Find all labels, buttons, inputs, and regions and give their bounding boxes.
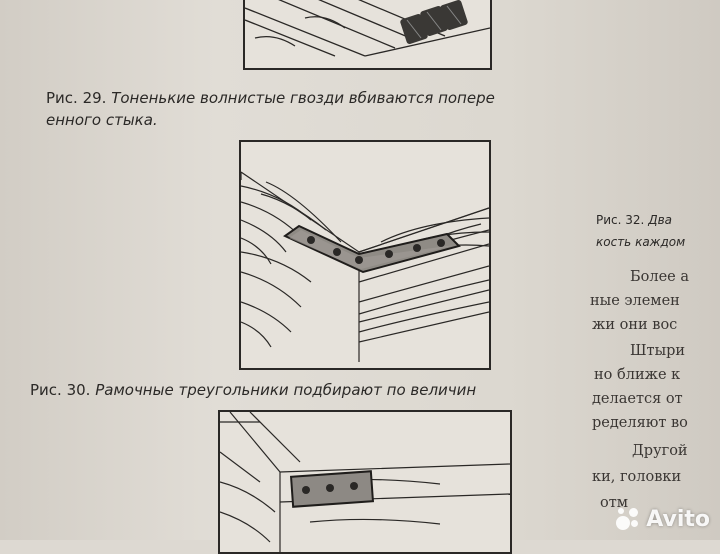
avito-watermark-text: Avito — [646, 506, 710, 532]
figure-31-drawing — [220, 412, 510, 552]
figure-29-caption: Рис. 29. Тоненькие волнистые гвозди вбив… — [46, 88, 495, 108]
body-line: делается от — [592, 391, 683, 407]
figure-30-caption-text: Рамочные треугольники подбирают по велич… — [95, 381, 477, 399]
figure-32-caption-text: Два — [648, 213, 672, 227]
body-line: ределяют во — [592, 415, 688, 431]
body-line: Другой — [632, 443, 688, 459]
figure-30-caption: Рис. 30. Рамочные треугольники подбирают… — [30, 380, 476, 400]
figure-29 — [243, 0, 492, 70]
body-line: ные элемен — [590, 293, 680, 309]
body-line: Более а — [630, 269, 690, 285]
body-line: жи они вос — [592, 317, 678, 333]
figure-29-caption-text: Тоненькие волнистые гвозди вбиваются поп… — [111, 89, 495, 107]
figure-32-caption: Рис. 32. Два — [596, 210, 672, 230]
avito-watermark: Avito — [614, 506, 710, 532]
figure-32-caption-line2: кость каждом — [596, 232, 685, 252]
figure-31 — [218, 410, 512, 554]
body-line: отм — [600, 495, 629, 511]
avito-dots-icon — [614, 506, 640, 532]
body-line: но ближе к — [594, 367, 681, 383]
figure-32-caption-number: Рис. 32. — [596, 213, 645, 227]
figure-30-caption-number: Рис. 30. — [30, 381, 91, 399]
figure-29-caption-line2-text: енного стыка. — [46, 111, 158, 129]
figure-32-caption-line2-text: кость каждом — [596, 235, 686, 249]
figure-30-drawing — [241, 171, 489, 362]
figure-30 — [239, 140, 491, 370]
body-line: Штыри — [630, 343, 686, 359]
figure-29-caption-number: Рис. 29. — [46, 89, 107, 107]
body-line: ки, головки — [592, 469, 682, 485]
figure-29-caption-line2: енного стыка. — [46, 110, 158, 130]
figure-29-drawing — [245, 0, 490, 57]
